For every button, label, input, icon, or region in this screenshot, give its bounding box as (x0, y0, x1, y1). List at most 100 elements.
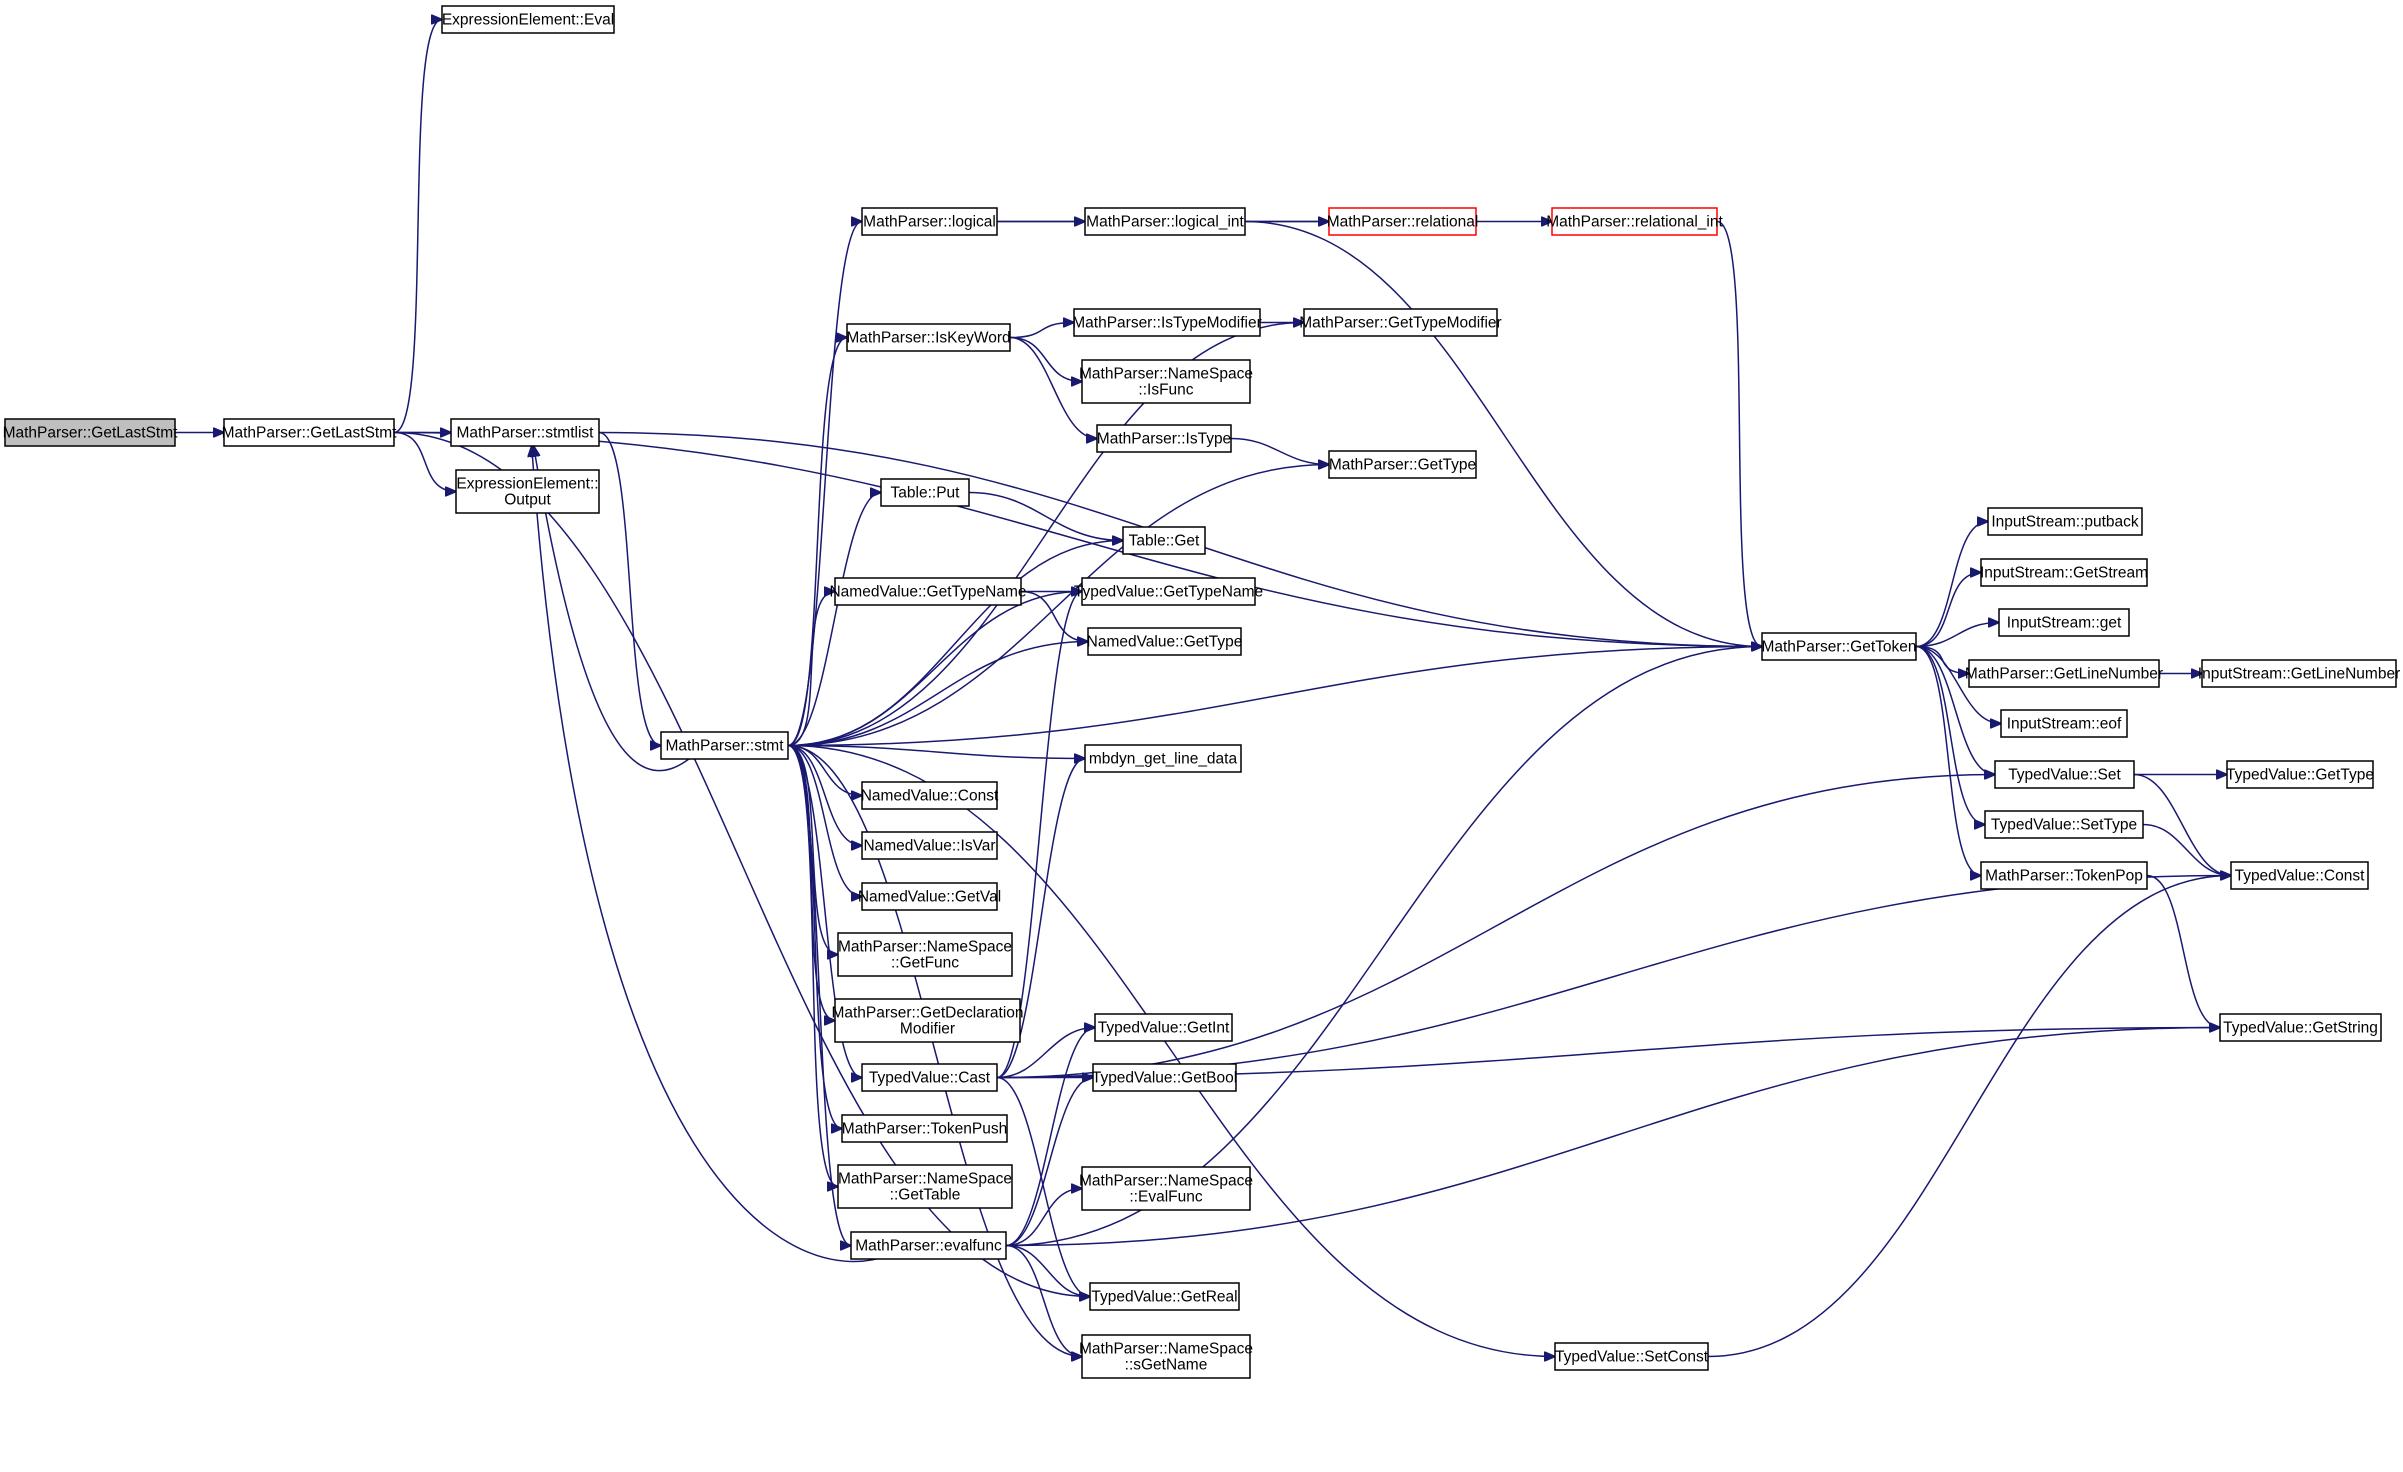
node-tv_gettype[interactable]: TypedValue::GetType (2226, 760, 2374, 789)
node-logical_int[interactable]: MathParser::logical_int (1084, 207, 1246, 236)
node-tokenpop[interactable]: MathParser::TokenPop (1980, 861, 2148, 890)
node-mp_getlinenumber[interactable]: MathParser::GetLineNumber (1965, 659, 2163, 688)
node-eval[interactable]: ExpressionElement::Eval (441, 5, 615, 34)
node-box-tableput[interactable] (880, 478, 970, 507)
node-istypemodifier[interactable]: MathParser::IsTypeModifier (1072, 308, 1262, 337)
node-box-tv_getreal[interactable] (1089, 1282, 1240, 1311)
node-ns_sgetname[interactable]: MathParser::NameSpace::sGetName (1079, 1334, 1253, 1379)
node-box-eval[interactable] (441, 5, 615, 34)
node-ns_gettable[interactable]: MathParser::NameSpace::GetTable (837, 1164, 1013, 1209)
node-tv_getint[interactable]: TypedValue::GetInt (1094, 1013, 1233, 1042)
node-stmtlist[interactable]: MathParser::stmtlist (450, 418, 600, 447)
node-gettoken[interactable]: MathParser::GetToken (1761, 632, 1917, 661)
node-gettypemodifier[interactable]: MathParser::GetTypeModifier (1299, 308, 1502, 337)
node-box-tv_settype[interactable] (1984, 810, 2144, 839)
node-relational[interactable]: MathParser::relational (1327, 207, 1479, 236)
node-istype[interactable]: MathParser::IsType (1096, 424, 1232, 453)
node-is_get[interactable]: InputStream::get (1998, 608, 2130, 637)
node-box-ns_sgetname[interactable] (1081, 1334, 1251, 1379)
node-box-logical[interactable] (861, 207, 998, 236)
node-box-nv_getval[interactable] (861, 882, 998, 911)
node-tv_gettypename[interactable]: TypedValue::GetTypeName (1074, 577, 1263, 606)
node-isfunc[interactable]: MathParser::NameSpace::IsFunc (1079, 359, 1253, 404)
node-box-is_getlinenumber[interactable] (2201, 659, 2397, 688)
node-ns_evalfunc[interactable]: MathParser::NameSpace::EvalFunc (1079, 1166, 1253, 1211)
node-box-tv_gettype[interactable] (2226, 760, 2374, 789)
node-box-nv_isvar[interactable] (861, 831, 998, 860)
node-box-tokenpush[interactable] (841, 1114, 1008, 1143)
node-tv_set[interactable]: TypedValue::Set (1994, 760, 2135, 789)
node-tv_setconst[interactable]: TypedValue::SetConst (1554, 1342, 1709, 1371)
node-box-tv_getstring[interactable] (2219, 1013, 2382, 1042)
node-tv_getstring[interactable]: TypedValue::GetString (2219, 1013, 2382, 1042)
node-box-gettype_mp[interactable] (1328, 450, 1477, 479)
node-tv_cast[interactable]: TypedValue::Cast (861, 1063, 998, 1092)
node-tableput[interactable]: Table::Put (880, 478, 970, 507)
node-ns_getfunc[interactable]: MathParser::NameSpace::GetFunc (837, 932, 1013, 977)
node-eof[interactable]: InputStream::eof (2000, 709, 2128, 738)
node-box-tv_set[interactable] (1994, 760, 2135, 789)
node-box-getlaststmt[interactable] (223, 418, 395, 447)
node-tv_getbool[interactable]: TypedValue::GetBool (1092, 1063, 1237, 1092)
node-box-gettypemodifier[interactable] (1303, 308, 1498, 337)
node-evalfunc[interactable]: MathParser::evalfunc (850, 1231, 1007, 1260)
node-box-is_get[interactable] (1998, 608, 2130, 637)
node-box-eof[interactable] (2000, 709, 2128, 738)
node-output[interactable]: ExpressionElement::Output (455, 469, 600, 514)
node-box-tv_getint[interactable] (1094, 1013, 1233, 1042)
node-box-relational_int[interactable] (1551, 207, 1718, 236)
node-box-istype[interactable] (1096, 424, 1232, 453)
node-tokenpush[interactable]: MathParser::TokenPush (841, 1114, 1008, 1143)
node-logical[interactable]: MathParser::logical (861, 207, 998, 236)
node-box-ns_gettable[interactable] (837, 1164, 1013, 1209)
node-box-stmtlist[interactable] (450, 418, 600, 447)
node-box-getstream[interactable] (1980, 558, 2148, 587)
node-tableget[interactable]: Table::Get (1122, 526, 1206, 555)
node-box-mbdyn[interactable] (1084, 744, 1242, 773)
node-box-iskeyword[interactable] (846, 323, 1011, 352)
node-stmt[interactable]: MathParser::stmt (660, 731, 789, 760)
node-box-nv_gettypename[interactable] (834, 577, 1022, 606)
node-is_getlinenumber[interactable]: InputStream::GetLineNumber (2198, 659, 2400, 688)
node-tv_getreal[interactable]: TypedValue::GetReal (1089, 1282, 1240, 1311)
node-box-tv_cast[interactable] (861, 1063, 998, 1092)
node-nv_isvar[interactable]: NamedValue::IsVar (861, 831, 998, 860)
node-tv_settype[interactable]: TypedValue::SetType (1984, 810, 2144, 839)
node-box-evalfunc[interactable] (850, 1231, 1007, 1260)
node-box-tv_getbool[interactable] (1092, 1063, 1237, 1092)
node-box-getdeclmod[interactable] (834, 998, 1021, 1043)
node-getstream[interactable]: InputStream::GetStream (1980, 558, 2148, 587)
node-box-mp_getlinenumber[interactable] (1968, 659, 2160, 688)
node-box-relational[interactable] (1328, 207, 1477, 236)
node-box-ns_evalfunc[interactable] (1081, 1166, 1251, 1211)
node-nv_const[interactable]: NamedValue::Const (861, 781, 999, 810)
node-box-nv_const[interactable] (861, 781, 998, 810)
node-mbdyn[interactable]: mbdyn_get_line_data (1084, 744, 1242, 773)
node-box-tv_setconst[interactable] (1554, 1342, 1709, 1371)
node-box-gettoken[interactable] (1761, 632, 1917, 661)
node-box-tableget[interactable] (1122, 526, 1206, 555)
node-getlaststmt[interactable]: MathParser::GetLastStmt (222, 418, 398, 447)
node-box-nv_gettype[interactable] (1087, 627, 1242, 656)
node-iskeyword[interactable]: MathParser::IsKeyWord (846, 323, 1011, 352)
node-box-tv_const[interactable] (2230, 861, 2369, 890)
node-box-tokenpop[interactable] (1980, 861, 2148, 890)
node-box-stmt[interactable] (660, 731, 789, 760)
node-nv_gettype[interactable]: NamedValue::GetType (1087, 627, 1243, 656)
node-gettype_mp[interactable]: MathParser::GetType (1328, 450, 1477, 479)
node-root[interactable]: MathParser::GetLastStmt (3, 418, 179, 447)
node-tv_const[interactable]: TypedValue::Const (2230, 861, 2369, 890)
node-box-istypemodifier[interactable] (1073, 308, 1261, 337)
node-box-root[interactable] (4, 418, 176, 447)
node-box-output[interactable] (455, 469, 600, 514)
node-box-isfunc[interactable] (1081, 359, 1251, 404)
node-box-ns_getfunc[interactable] (837, 932, 1013, 977)
node-nv_gettypename[interactable]: NamedValue::GetTypeName (829, 577, 1027, 606)
node-putback[interactable]: InputStream::putback (1987, 507, 2143, 536)
node-box-logical_int[interactable] (1084, 207, 1246, 236)
node-nv_getval[interactable]: NamedValue::GetVal (858, 882, 1001, 911)
node-relational_int[interactable]: MathParser::relational_int (1546, 207, 1723, 236)
node-box-putback[interactable] (1987, 507, 2143, 536)
node-box-tv_gettypename[interactable] (1081, 577, 1256, 606)
